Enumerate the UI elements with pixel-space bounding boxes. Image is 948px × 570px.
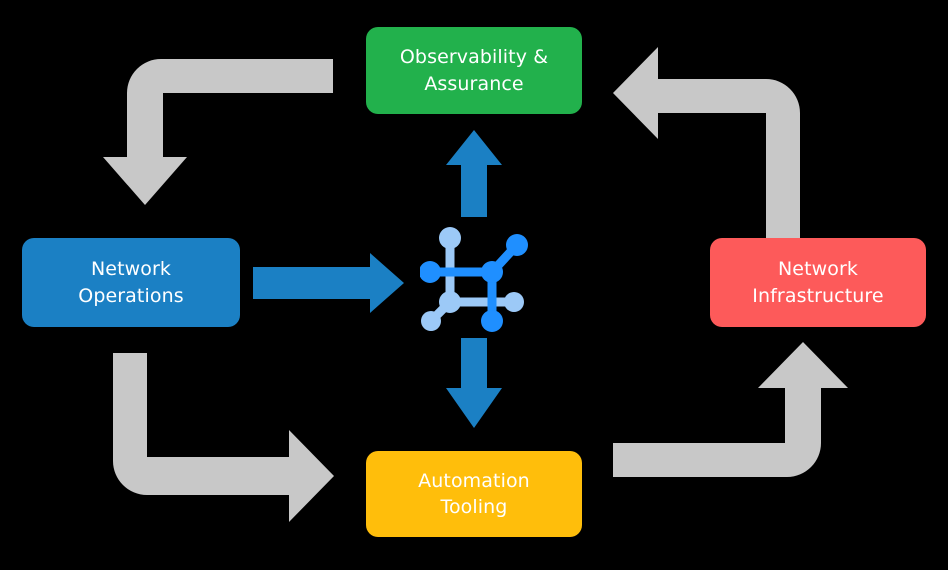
blue-arrow-down [446,338,502,428]
network-icon-bright-nodes [420,234,528,332]
network-icon-light-nodes [421,227,524,331]
blue-arrow-up [446,130,502,217]
node-box-automation-tooling[interactable]: Automation Tooling [366,451,582,537]
grey-elbow-arrow-right-up [613,342,848,477]
node-box-network-operations[interactable]: Network Operations [22,238,240,327]
node-label-automation-tooling: Automation Tooling [418,469,530,518]
grey-elbow-arrow-down-right [113,353,334,522]
node-label-network-infrastructure: Network Infrastructure [752,258,884,307]
node-box-observability[interactable]: Observability & Assurance [366,27,582,114]
network-topology-icon [420,227,528,332]
node-box-network-infrastructure[interactable]: Network Infrastructure [710,238,926,327]
node-label-network-operations: Network Operations [78,258,184,307]
blue-arrow-right [253,253,404,313]
grey-elbow-arrow-down-left [103,59,333,205]
grey-elbow-arrow-up-left [613,47,800,238]
node-label-observability: Observability & Assurance [399,46,549,95]
